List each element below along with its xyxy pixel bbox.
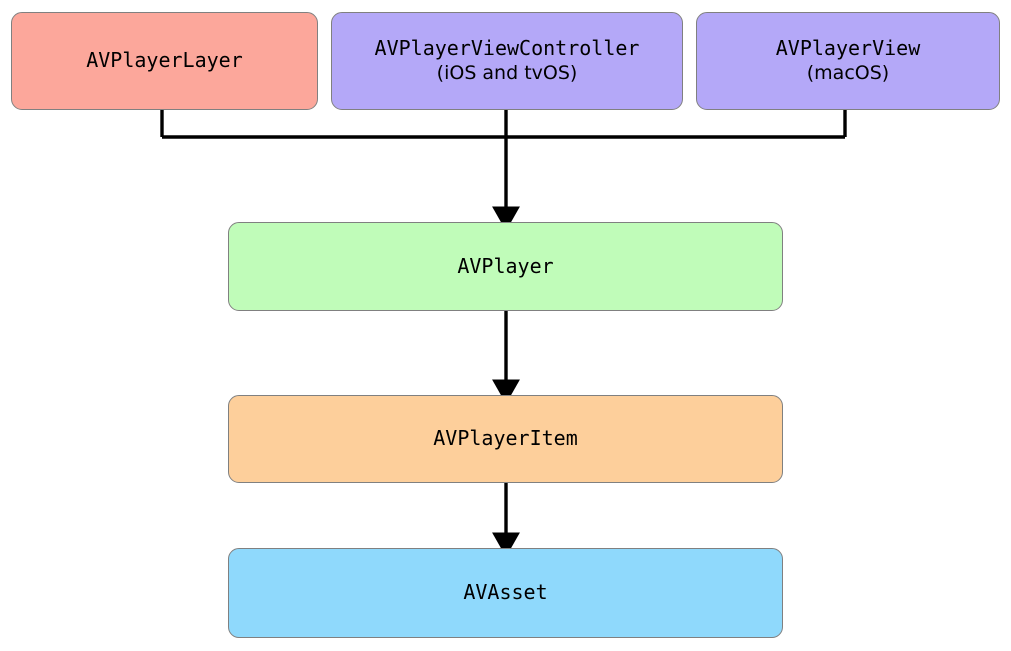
- node-avplayeritem-title: AVPlayerItem: [433, 426, 578, 451]
- node-avplayeritem[interactable]: AVPlayerItem: [228, 395, 783, 483]
- node-avplayerviewcontroller[interactable]: AVPlayerViewController (iOS and tvOS): [331, 12, 683, 110]
- node-avplayerlayer-title: AVPlayerLayer: [86, 48, 243, 73]
- node-avplayerviewcontroller-title: AVPlayerViewController: [374, 36, 640, 61]
- node-avplayerview-subtitle: (macOS): [806, 61, 890, 84]
- node-avasset[interactable]: AVAsset: [228, 548, 783, 638]
- node-avplayerview-title: AVPlayerView: [775, 36, 921, 61]
- node-avplayer[interactable]: AVPlayer: [228, 222, 783, 311]
- node-avplayer-title: AVPlayer: [457, 253, 554, 278]
- node-avplayerviewcontroller-subtitle: (iOS and tvOS): [436, 61, 578, 84]
- node-avplayerlayer[interactable]: AVPlayerLayer: [11, 12, 318, 110]
- node-avasset-title: AVAsset: [463, 580, 548, 605]
- node-avplayerview[interactable]: AVPlayerView (macOS): [696, 12, 1000, 110]
